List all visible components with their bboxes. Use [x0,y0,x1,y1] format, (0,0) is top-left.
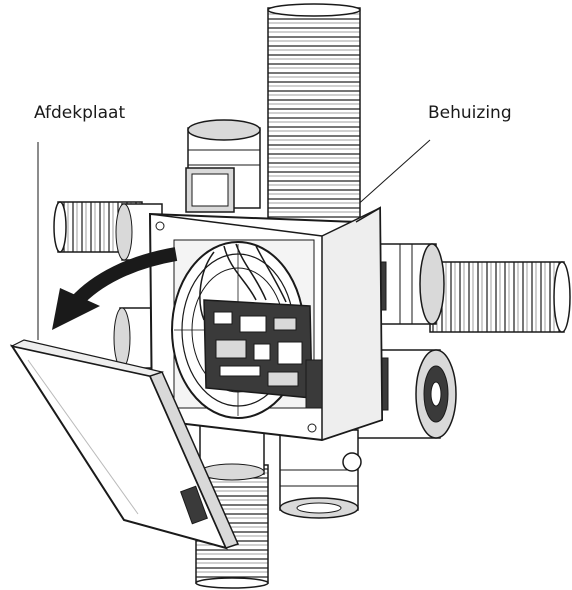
removal-arrow [52,247,178,330]
circuit-board [203,299,323,409]
bottom-right-connector [279,429,362,519]
label-afdekplaat: Afdekplaat [34,103,126,123]
right-duct [429,261,571,333]
cover-panel [9,339,240,550]
top-duct [267,3,361,229]
cables [199,243,287,321]
label-behuizing: Behuizing [428,103,512,123]
top-left-connector [185,119,261,213]
